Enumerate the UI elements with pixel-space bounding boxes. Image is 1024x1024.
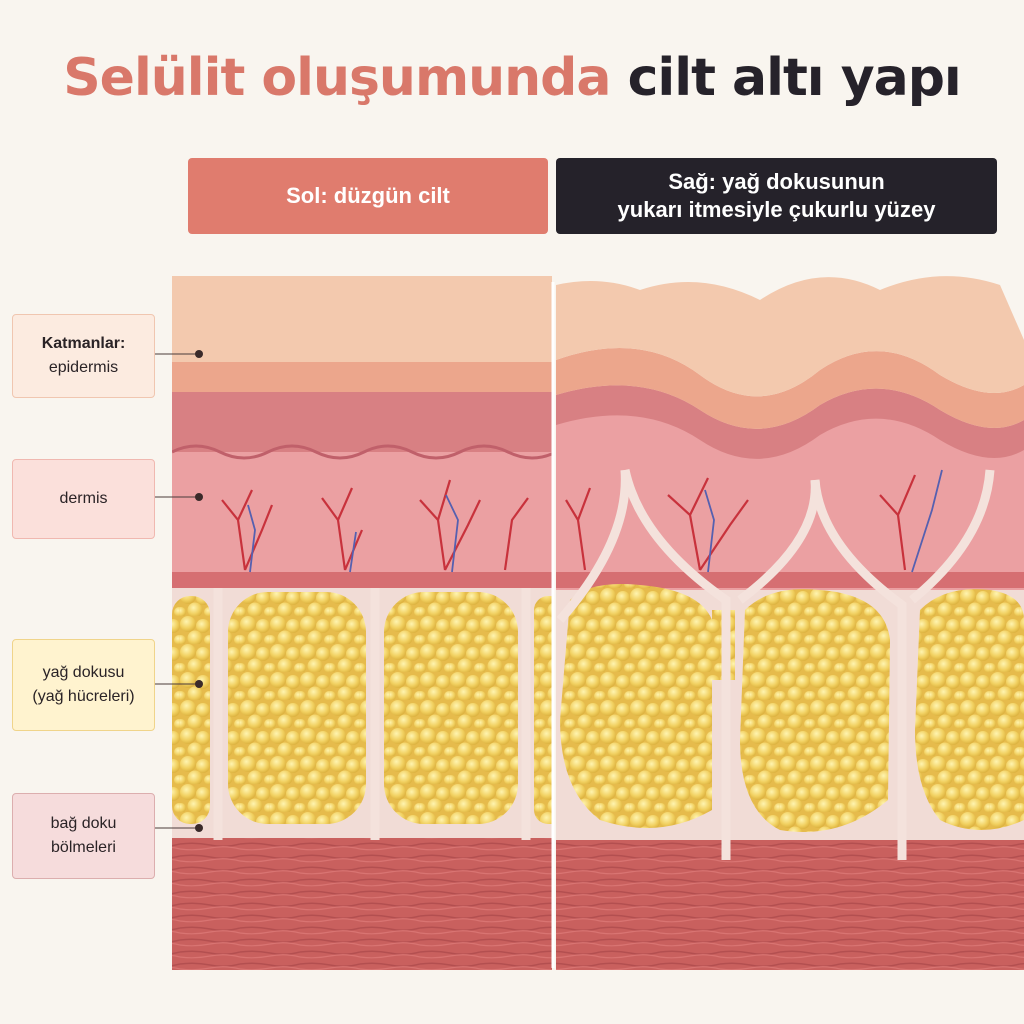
diagram-title: Selülit oluşumunda cilt altı yapı (0, 48, 1024, 108)
dermal-wave (172, 444, 552, 460)
label-fat-line1: yağ dokusu (42, 664, 125, 681)
fat-lobule (915, 589, 1024, 830)
dermis-layer (556, 385, 1024, 590)
muscle-layer (556, 820, 1024, 970)
epidermis-layer (556, 348, 1024, 429)
label-connective-line2: bölmeleri (51, 839, 116, 856)
label-connective-septa: bağ doku bölmeleri (12, 793, 155, 879)
header-smooth-skin-text: Sol: düzgün cilt (286, 183, 450, 208)
label-fat-tissue: yağ dokusu (yağ hücreleri) (12, 639, 155, 731)
connective-septa (213, 585, 531, 840)
connective-septa (556, 469, 995, 860)
header-smooth-skin: Sol: düzgün cilt (188, 158, 548, 234)
header-dimpled-line1: Sağ: yağ dokusunun (668, 169, 885, 194)
label-epidermis-line1: Katmanlar: (41, 335, 126, 352)
label-fat-line2: (yağ hücreleri) (32, 688, 135, 705)
leader-lines (153, 353, 198, 829)
fat-lobule (384, 592, 518, 824)
blood-vessels (565, 474, 917, 571)
label-connective-line1: bağ doku (50, 815, 117, 832)
leader-dots (195, 350, 203, 832)
fat-lobule (228, 592, 366, 824)
header-dimpled-line2: yukarı itmesiyle çukurlu yüzey (617, 197, 936, 222)
title-dark: cilt altı yapı (627, 48, 962, 108)
papillary-dermis (556, 385, 1024, 459)
dimpled-skin-section (556, 276, 1024, 970)
label-epidermis: Katmanlar: epidermis (12, 314, 155, 398)
label-epidermis-line2: epidermis (48, 359, 119, 376)
dermis-base (556, 572, 1024, 588)
label-dermis-text: dermis (59, 490, 108, 507)
header-dimpled-skin: Sağ: yağ dokusunun yukarı itmesiyle çuku… (556, 158, 997, 234)
fat-lobule (534, 596, 552, 824)
muscle-layer (172, 830, 552, 970)
skin-surface (172, 276, 552, 362)
smooth-skin-section (172, 276, 552, 970)
label-dermis: dermis (12, 459, 155, 539)
fat-lobule (172, 596, 210, 824)
papillary-dermis (172, 392, 552, 452)
blood-vessels (221, 479, 529, 571)
title-accent: Selülit oluşumunda (63, 48, 611, 108)
dermis-base (172, 572, 552, 588)
skin-surface (556, 276, 1024, 397)
fat-lobule (740, 589, 890, 832)
fat-lobule (560, 584, 712, 828)
epidermis-layer (172, 360, 552, 392)
